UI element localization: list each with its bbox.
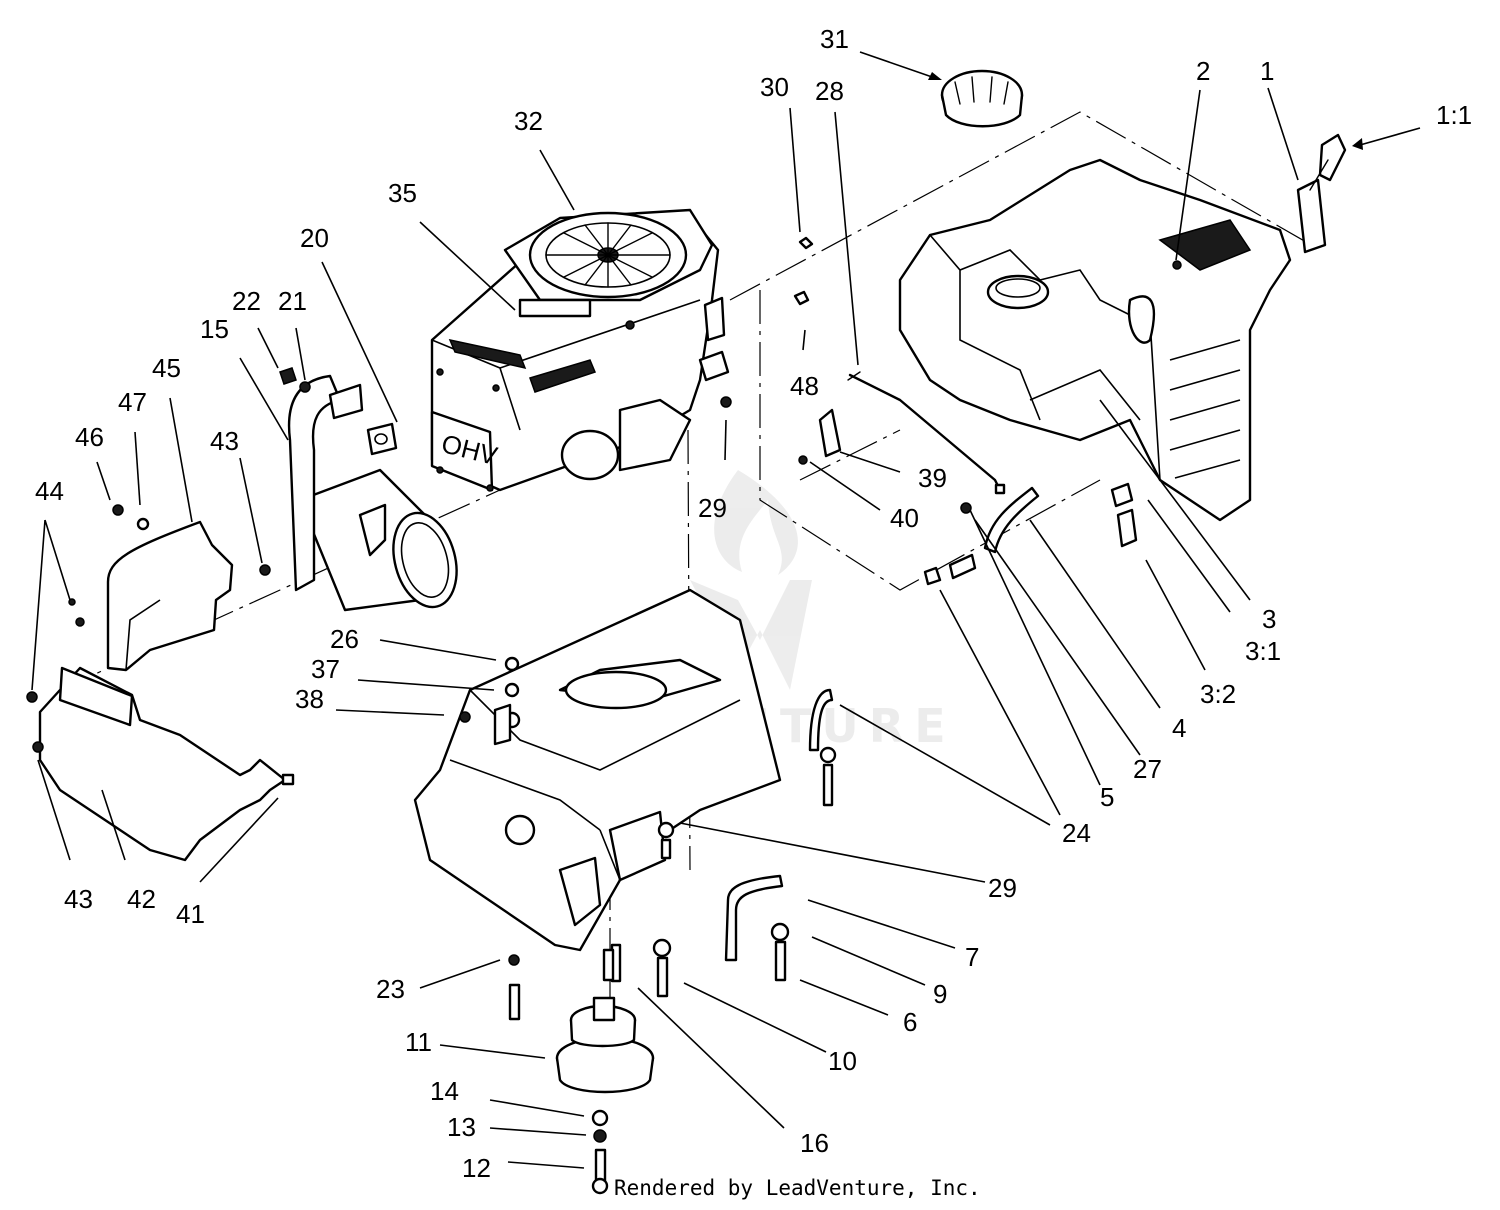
callout-41: 41 (176, 899, 205, 929)
hardware (26, 236, 1182, 1195)
callout-45: 45 (152, 353, 181, 383)
fuel-tank (898, 158, 1292, 522)
callout-26: 26 (330, 624, 359, 654)
callout-22: 22 (232, 286, 261, 316)
callout-15: 15 (200, 314, 229, 344)
muffler (287, 374, 458, 612)
pulley (555, 996, 655, 1094)
callout-43-top: 43 (210, 426, 239, 456)
fuel-lines (724, 371, 1040, 962)
callout-21: 21 (278, 286, 307, 316)
callout-labels: 31 30 28 2 1 1:1 32 35 20 22 21 15 45 47… (35, 24, 1472, 1183)
callout-16: 16 (800, 1128, 829, 1158)
callout-27: 27 (1133, 754, 1162, 784)
callout-44: 44 (35, 476, 64, 506)
callout-3: 3 (1262, 604, 1276, 634)
callout-20: 20 (300, 223, 329, 253)
callout-31: 31 (820, 24, 849, 54)
callout-14: 14 (430, 1076, 459, 1106)
exhaust-gaskets (328, 383, 398, 456)
leader-lines (31, 51, 1421, 1169)
callout-29-bottom: 29 (988, 873, 1017, 903)
callout-29-top: 29 (698, 493, 727, 523)
callout-13: 13 (447, 1112, 476, 1142)
callout-43-bottom: 43 (64, 884, 93, 914)
callout-3-1: 3:1 (1245, 636, 1281, 666)
callout-11: 11 (405, 1027, 432, 1057)
frame (413, 588, 782, 952)
callout-38: 38 (295, 684, 324, 714)
callout-1: 1 (1260, 56, 1274, 86)
render-credit: Rendered by LeadVenture, Inc. (614, 1176, 981, 1200)
callout-9: 9 (933, 979, 947, 1009)
callout-42: 42 (127, 884, 156, 914)
throttle-lever (1296, 133, 1347, 254)
callout-4: 4 (1172, 713, 1186, 743)
callout-1-1: 1:1 (1436, 100, 1472, 130)
callout-24: 24 (1062, 818, 1091, 848)
callout-6: 6 (903, 1007, 917, 1037)
callout-47: 47 (118, 387, 147, 417)
callout-5: 5 (1100, 782, 1114, 812)
callout-10: 10 (828, 1046, 857, 1076)
callout-7: 7 (965, 942, 979, 972)
callout-32: 32 (514, 106, 543, 136)
callout-48: 48 (790, 371, 819, 401)
callout-30: 30 (760, 72, 789, 102)
callout-37: 37 (311, 654, 340, 684)
callout-23: 23 (376, 974, 405, 1004)
callout-35: 35 (388, 178, 417, 208)
callout-2: 2 (1196, 56, 1210, 86)
gas-cap (940, 69, 1024, 128)
callout-40: 40 (890, 503, 919, 533)
heat-shield (106, 520, 234, 672)
callout-12: 12 (462, 1153, 491, 1183)
callout-28: 28 (815, 76, 844, 106)
callout-46: 46 (75, 422, 104, 452)
callout-39: 39 (918, 463, 947, 493)
callout-3-2: 3:2 (1200, 679, 1236, 709)
engine: OHV (430, 208, 730, 492)
